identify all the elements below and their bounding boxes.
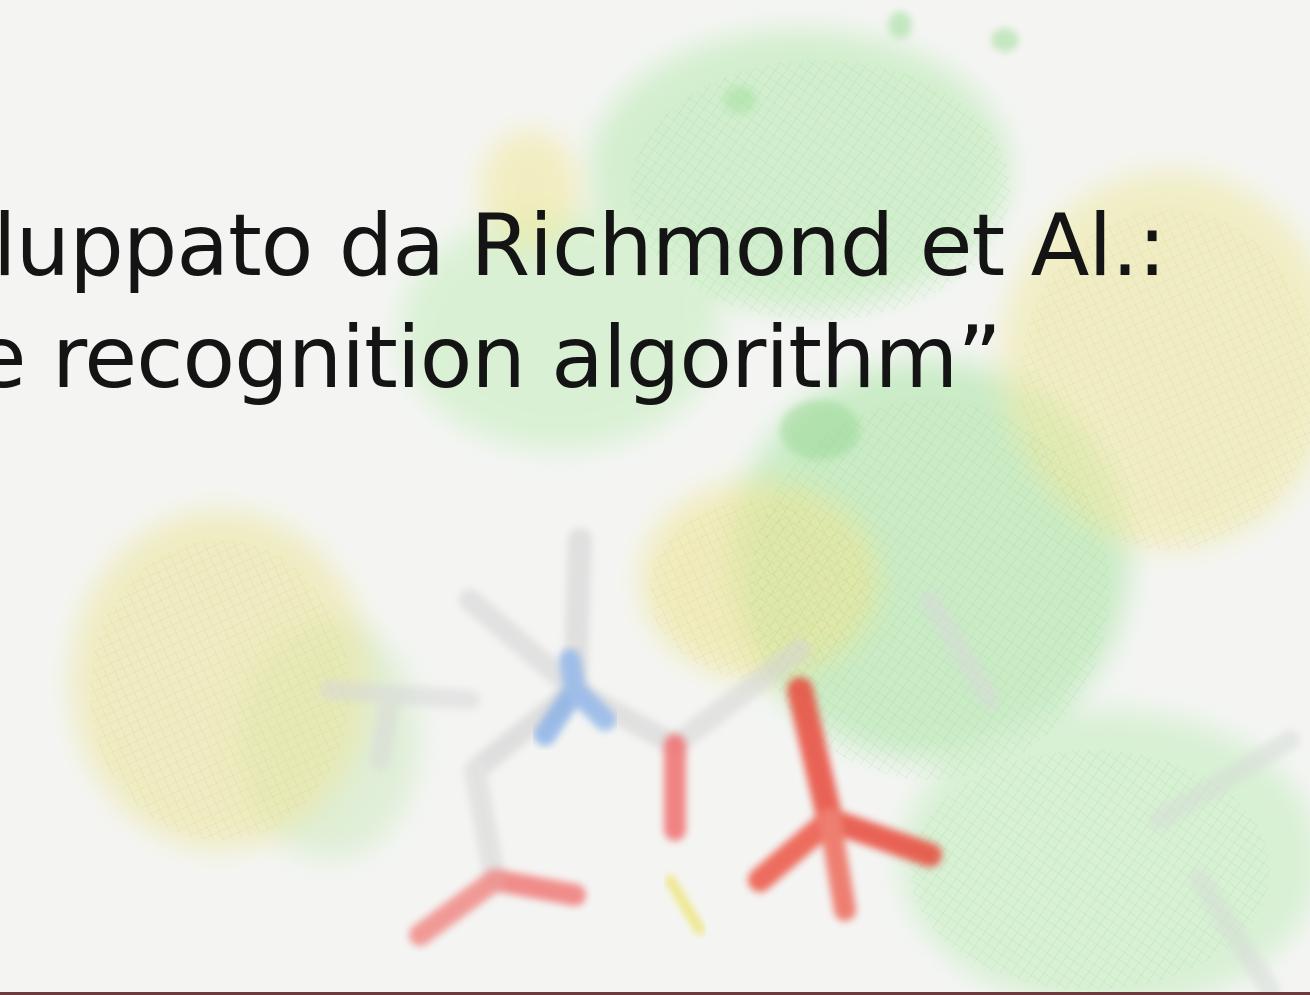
slide-text: viluppato da Richmond et Al.: ge recogni… [0,190,1310,414]
bottom-divider [0,992,1310,995]
slide-text-line-1: viluppato da Richmond et Al.: [0,196,1167,296]
slide-text-line-2: ge recognition algorithm” [0,308,1002,408]
